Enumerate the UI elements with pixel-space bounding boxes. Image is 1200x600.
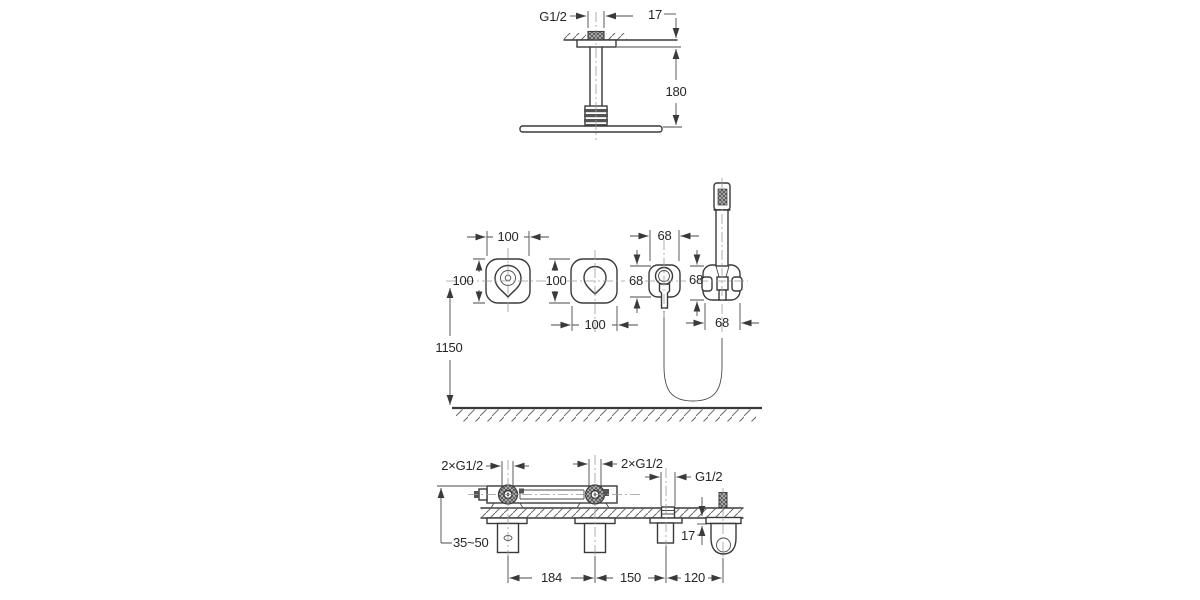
dim-label-outlet-trim-17: 17 <box>681 528 695 543</box>
dim-plate3-width: 68 <box>630 228 699 261</box>
dim-plate4-height: 68 <box>689 250 704 316</box>
dim-embed-depth: 35~50 <box>437 485 489 550</box>
dim-label-top-thread: G1/2 <box>539 9 566 24</box>
dim-label-plate2-width: 100 <box>584 317 605 332</box>
dim-escutcheon-17: 17 <box>617 7 681 48</box>
dim-label-distance-184: 184 <box>541 570 562 585</box>
rough-in-vertical-centerlines <box>507 455 724 562</box>
dim-mounting-height: 1150 <box>435 288 463 405</box>
dim-label-middle-ports: 2×G1/2 <box>621 456 663 471</box>
dim-label-outlet-port: G1/2 <box>695 469 722 484</box>
valve-trim-left <box>486 517 528 554</box>
shower-drop-pipe <box>589 46 603 108</box>
rain-shower-head <box>519 125 663 133</box>
holder-hook-left <box>701 276 713 292</box>
dim-label-plate1-height: 100 <box>452 273 473 288</box>
dim-plate1-width: 100 <box>467 229 549 256</box>
shower-outlet-fitting <box>649 506 683 544</box>
dim-label-plate3-width: 68 <box>657 228 671 243</box>
rough-in-section-view: 2×G1/2 2×G1/2 G1/2 17 35~50 <box>437 455 744 585</box>
dim-label-drop-180: 180 <box>665 84 686 99</box>
dim-label-plate3-height: 68 <box>629 273 643 288</box>
dim-label-plate1-width: 100 <box>497 229 518 244</box>
dim-label-left-ports: 2×G1/2 <box>441 458 483 473</box>
elbow-outlet <box>716 537 731 553</box>
diverter-handle <box>658 283 671 309</box>
dim-drop-180: 180 <box>663 49 687 128</box>
mixer-knob-1-arc <box>498 264 518 270</box>
dim-center-distances: 184 150 120 <box>507 546 724 585</box>
dim-plate3-height: 68 <box>629 250 651 313</box>
hose-outlet-elbow <box>705 492 742 555</box>
dim-label-plate4-width: 68 <box>715 315 729 330</box>
dim-plate1-height: 100 <box>452 258 485 304</box>
dim-plate2-height: 100 <box>545 258 570 304</box>
ceiling-escutcheon <box>576 39 617 48</box>
dim-label-distance-150: 150 <box>620 570 641 585</box>
dim-label-mounting-height: 1150 <box>435 340 462 355</box>
dim-label-plate4-height: 68 <box>689 272 703 287</box>
mixer-knob-2 <box>583 265 607 295</box>
dim-label-embed-depth: 35~50 <box>453 535 489 550</box>
dim-plate2-width: 100 <box>551 306 638 332</box>
plates-vertical-centerlines <box>507 178 723 333</box>
wand-spray-face <box>717 188 728 206</box>
shower-hose <box>663 311 723 402</box>
dim-label-escutcheon-17: 17 <box>648 7 662 22</box>
floor-hatch <box>456 409 756 422</box>
front-elevation-view: 100 100 100 100 68 <box>435 178 762 422</box>
dim-outlet-port: G1/2 <box>645 469 723 506</box>
dim-plate4-width: 68 <box>686 303 759 330</box>
dim-label-distance-120: 120 <box>684 570 705 585</box>
dim-top-thread: G1/2 <box>539 9 633 28</box>
holder-hook-right <box>731 276 743 292</box>
ceiling-shower-view: G1/2 17 180 <box>519 7 687 140</box>
ceiling-hatch-left <box>564 33 586 40</box>
dim-left-ports: 2×G1/2 <box>441 458 529 486</box>
dim-outlet-trim-17: 17 <box>681 497 707 545</box>
dim-middle-ports: 2×G1/2 <box>573 456 663 486</box>
dim-label-plate2-height: 100 <box>545 273 566 288</box>
mixer-valve-body <box>474 484 618 509</box>
wall-hatch <box>481 508 743 518</box>
ceiling-hatch-right <box>606 33 627 40</box>
